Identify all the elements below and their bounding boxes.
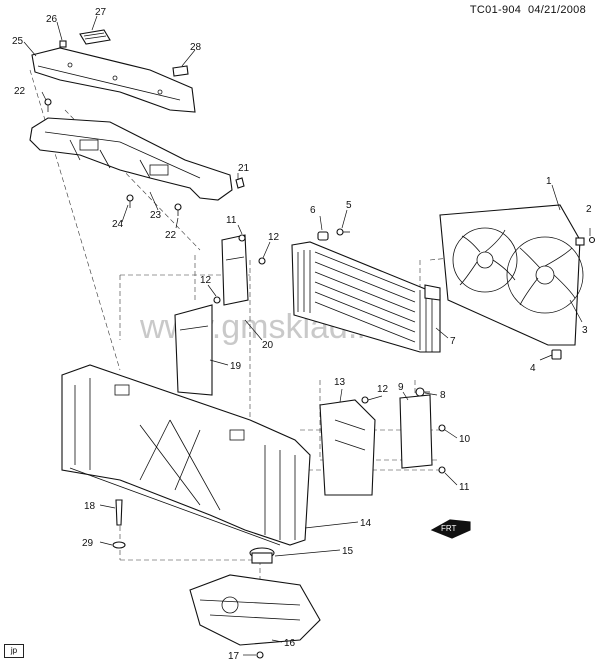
callout-8: 8 — [440, 390, 446, 401]
callout-18: 18 — [84, 501, 96, 512]
callout-10: 10 — [459, 434, 471, 445]
callout-16: 16 — [284, 638, 296, 649]
doc-date: 04/21/2008 — [527, 4, 586, 16]
callout-20: 20 — [262, 340, 274, 351]
corner-tag: jp — [4, 644, 24, 658]
callout-26: 26 — [46, 14, 58, 25]
doc-id: TC01-904 — [469, 4, 522, 16]
cooling-fan-shroud — [439, 204, 584, 346]
air-baffle-9 — [399, 394, 433, 469]
callout-22-lower: 22 — [165, 230, 177, 241]
callout-4: 4 — [530, 363, 536, 374]
fan-clip-4 — [551, 349, 562, 360]
callout-9: 9 — [398, 382, 404, 393]
callout-21: 21 — [238, 163, 250, 174]
callout-29: 29 — [82, 538, 94, 549]
callout-2: 2 — [586, 204, 592, 215]
radiator-support — [61, 364, 311, 546]
leader-lines — [23, 15, 591, 656]
diagram-header: TC01-904 04/21/2008 — [470, 4, 586, 16]
frame-rail-section — [189, 574, 321, 646]
fan-bolt-2 — [575, 236, 596, 246]
front-direction-arrow: FRT — [430, 519, 471, 539]
bolt-22-lower — [174, 203, 182, 216]
bolt-18 — [115, 499, 123, 526]
screw-10 — [438, 424, 446, 432]
callout-12-left: 12 — [200, 275, 212, 286]
callout-labels: 1 2 3 4 5 6 7 8 9 10 11 11 12 12 12 13 1… — [12, 7, 592, 662]
callout-3: 3 — [582, 325, 588, 336]
label-plate — [79, 29, 111, 45]
callout-12-lower: 12 — [377, 384, 389, 395]
callout-11-upper: 11 — [226, 215, 237, 226]
air-baffle-19 — [174, 304, 213, 396]
callout-28: 28 — [190, 42, 202, 53]
washer-29 — [112, 541, 126, 549]
screw-11-upper — [238, 234, 246, 242]
upper-tie-bar — [29, 117, 233, 201]
radiator-insulator-6 — [317, 231, 329, 241]
front-direction-label: FRT — [441, 524, 457, 533]
callout-27: 27 — [95, 7, 107, 18]
callout-17: 17 — [228, 651, 240, 662]
callout-6: 6 — [310, 205, 316, 216]
screw-11-lower — [438, 466, 446, 474]
bolt-22-upper — [44, 98, 52, 112]
callout-5: 5 — [346, 200, 352, 211]
bolt-5 — [336, 228, 350, 236]
callout-14: 14 — [360, 518, 372, 529]
clip-28 — [172, 65, 189, 77]
bolt-17 — [256, 651, 264, 659]
callout-13: 13 — [334, 377, 346, 388]
callout-25: 25 — [12, 36, 24, 47]
callout-15: 15 — [342, 546, 354, 557]
callout-24: 24 — [112, 219, 124, 230]
callout-1: 1 — [546, 176, 552, 187]
callout-12-upper: 12 — [268, 232, 280, 243]
callout-11-lower: 11 — [459, 482, 470, 493]
body-mount-15 — [249, 547, 275, 564]
bolt-24 — [126, 194, 134, 208]
callout-22-upper: 22 — [14, 86, 26, 97]
screw-12-lower — [361, 396, 369, 404]
radiator — [291, 241, 441, 353]
callout-7: 7 — [450, 336, 456, 347]
air-deflector-13 — [319, 399, 376, 496]
screw-12-upper — [258, 257, 266, 265]
clip-21 — [235, 177, 245, 189]
air-deflector-20 — [221, 234, 249, 306]
screw-12-left — [213, 296, 221, 304]
fastener-26 — [59, 40, 67, 48]
upper-tie-bar-cover — [31, 47, 196, 113]
callout-19: 19 — [230, 361, 242, 372]
callout-23: 23 — [150, 210, 162, 221]
